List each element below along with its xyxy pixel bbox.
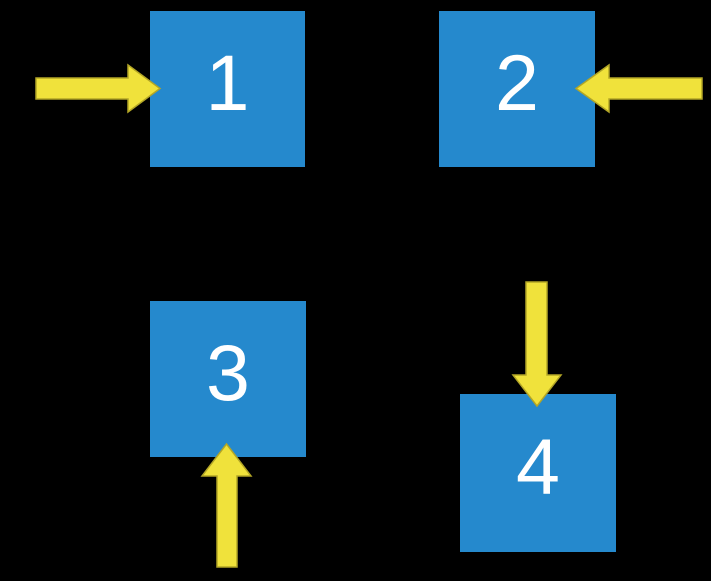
square-1-label: 1 (205, 37, 250, 127)
down-arrow-icon (511, 281, 563, 408)
square-3-label: 3 (206, 327, 250, 417)
right-arrow-shape (35, 63, 162, 114)
up-arrow-shape (200, 442, 253, 568)
right-arrow-icon (35, 63, 162, 114)
square-2: 2 (439, 11, 595, 167)
up-arrow-icon (200, 442, 253, 568)
square-4-label: 4 (516, 421, 560, 511)
down-arrow-shape (511, 281, 563, 408)
left-arrow-icon (574, 63, 703, 114)
left-arrow-shape (574, 63, 703, 114)
square-1: 1 (150, 11, 305, 167)
square-4: 4 (460, 394, 616, 552)
square-3: 3 (150, 301, 306, 457)
square-2-label: 2 (495, 37, 539, 127)
